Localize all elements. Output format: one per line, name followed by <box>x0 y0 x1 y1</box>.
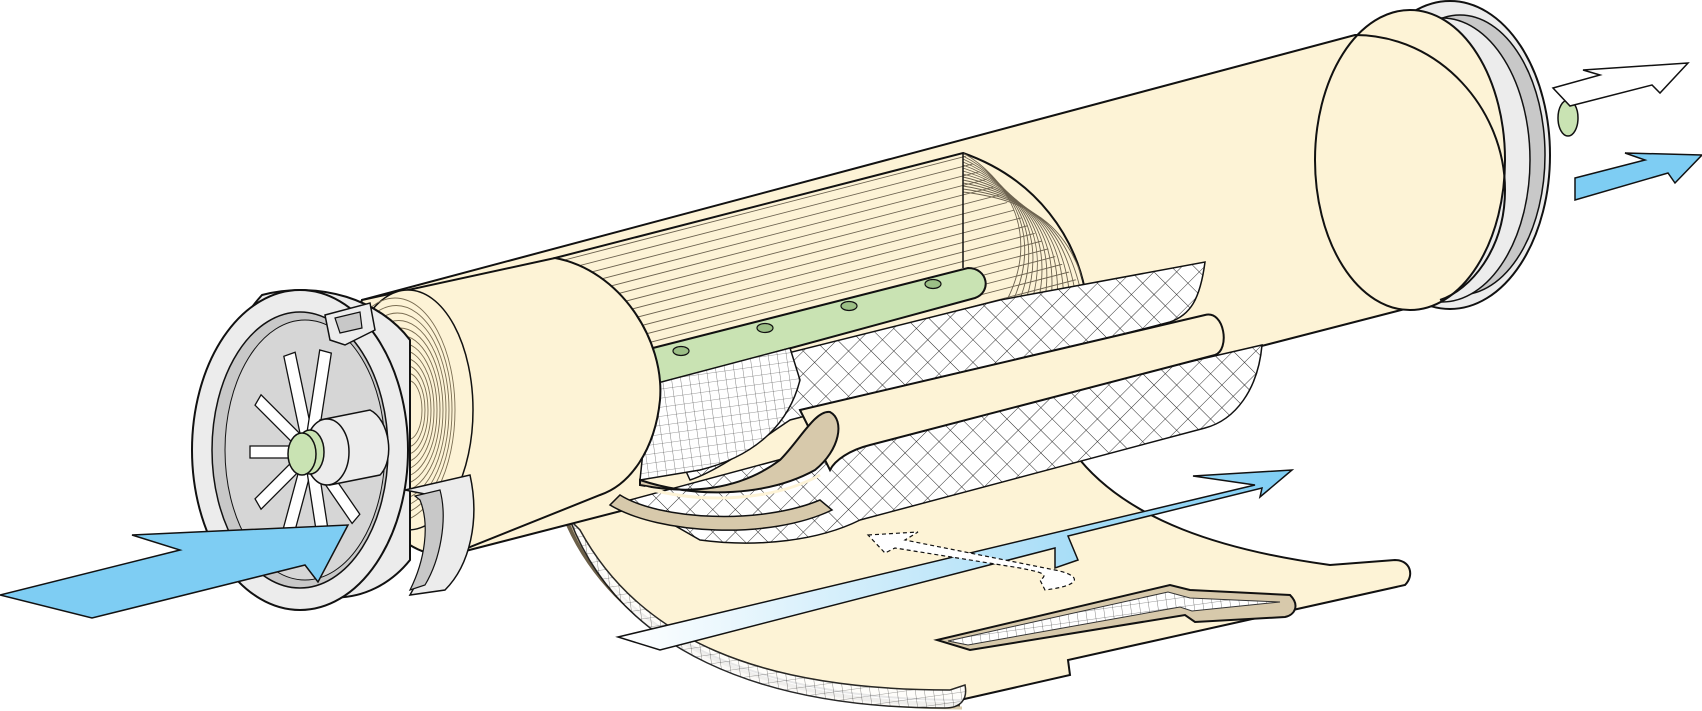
tube-hole <box>756 322 774 334</box>
membrane-ring-line <box>962 185 1077 300</box>
membrane-ring-line <box>962 176 1058 300</box>
feed-channel-flow-arrow <box>615 469 1295 651</box>
membrane-ring-line <box>962 164 1038 300</box>
tube-hole <box>672 345 690 357</box>
membrane-curl-lower <box>608 494 834 531</box>
membrane-leaf-line <box>555 153 1085 272</box>
permeate-outlet-arrow <box>1551 62 1690 107</box>
membrane-ring-line <box>962 179 1065 300</box>
membrane-ring-line <box>962 158 1030 300</box>
membrane-ring-line <box>962 188 1084 300</box>
membrane-curl <box>608 313 1225 531</box>
permeate-carrier <box>639 347 801 481</box>
permeate-tube-body <box>643 266 987 387</box>
feed-spacer-lower <box>628 344 1263 544</box>
membrane-ring-line <box>962 155 1026 300</box>
permeate-tube <box>643 266 987 387</box>
membrane-ring-line <box>962 167 1043 300</box>
concentrate-outlet-arrow <box>1574 152 1702 201</box>
right-brine-seal-carrier <box>1314 0 1579 311</box>
flow-arrows <box>0 62 1702 651</box>
membrane-ring-line <box>962 153 1022 300</box>
membrane-ring-line <box>962 161 1034 300</box>
membrane-leaf-end <box>933 583 1297 652</box>
tube-hole <box>840 300 858 312</box>
membrane-curl-envelope <box>639 410 840 494</box>
feed-inlet-arrow <box>0 524 350 619</box>
feed-spacer <box>628 261 1263 544</box>
membrane-curl-sheet <box>798 313 1225 473</box>
permeate-spiral-flow-arrow <box>866 531 1075 591</box>
tube-hole <box>924 278 942 290</box>
leaf-ring-group <box>962 153 1085 300</box>
membrane-ring-line <box>962 173 1053 300</box>
membrane-ring-line <box>962 170 1048 300</box>
feed-spacer-upper <box>646 261 1206 481</box>
membrane-ring-line <box>962 182 1071 300</box>
